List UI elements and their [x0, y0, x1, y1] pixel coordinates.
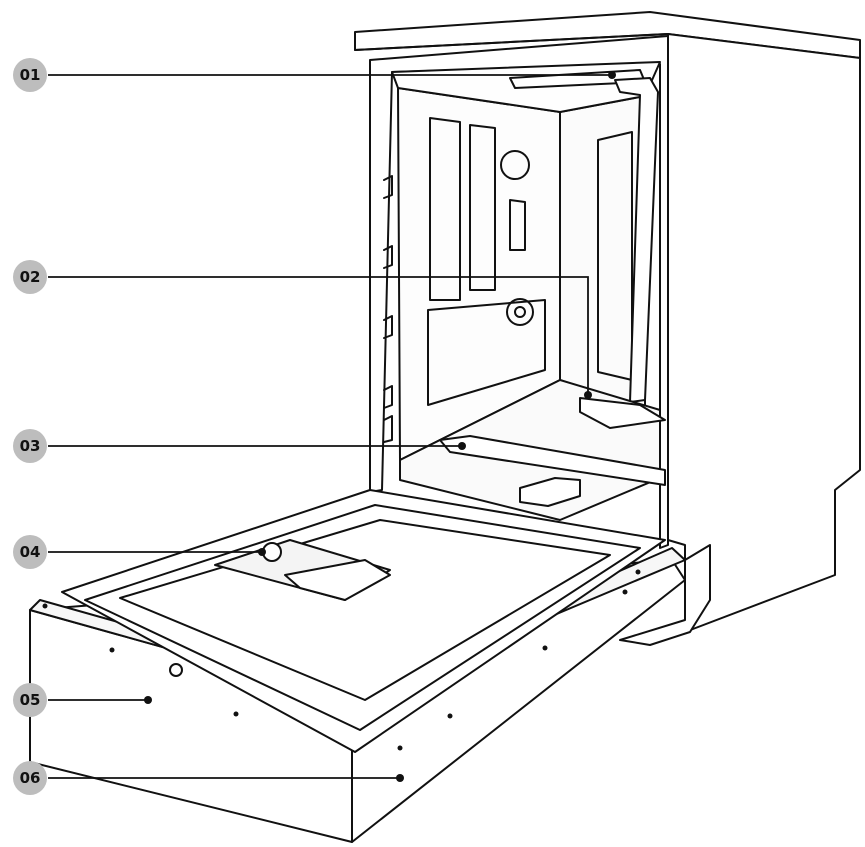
callout-badge-02: 02	[13, 260, 47, 294]
callout-label: 06	[19, 769, 41, 787]
back-wall-panel-left	[429, 117, 461, 301]
dispenser-lid	[284, 559, 391, 601]
lower-spray-arm	[439, 435, 666, 486]
callout-label: 05	[19, 691, 41, 709]
worktop-front-edge	[354, 33, 669, 51]
leader-dot-01	[608, 71, 616, 79]
back-wall-filter-disc	[506, 298, 534, 326]
callout-label: 03	[19, 437, 41, 455]
door-latch	[169, 663, 183, 677]
cabinet-plinth	[619, 544, 711, 646]
callout-label: 02	[19, 268, 41, 286]
door-inner-recess	[84, 504, 641, 731]
filter-basket	[579, 397, 666, 429]
left-rail-notches	[383, 175, 393, 443]
spray-arm-hub	[519, 477, 581, 507]
callout-badge-05: 05	[13, 683, 47, 717]
back-wall-filter-hub	[514, 306, 526, 318]
leader-dot-02	[584, 391, 592, 399]
door-inner-liner	[61, 489, 666, 753]
back-wall-panel-mid	[469, 124, 496, 291]
callout-badge-04: 04	[13, 535, 47, 569]
leader-dot-03	[458, 442, 466, 450]
cabinet-side-panel	[667, 33, 861, 633]
callout-label: 01	[19, 66, 41, 84]
callout-label: 04	[19, 543, 41, 561]
door-screws	[42, 569, 641, 751]
water-supply-pipe	[614, 77, 659, 403]
leader-dot-05	[144, 696, 152, 704]
back-wall-slot	[509, 199, 526, 251]
callout-badge-06: 06	[13, 761, 47, 795]
back-wall-emboss	[427, 299, 546, 406]
callout-badge-03: 03	[13, 429, 47, 463]
leader-dot-04	[258, 548, 266, 556]
back-wall-vent	[500, 150, 530, 180]
leader-line-02	[48, 276, 589, 395]
leader-dot-06	[396, 774, 404, 782]
callout-badge-01: 01	[13, 58, 47, 92]
